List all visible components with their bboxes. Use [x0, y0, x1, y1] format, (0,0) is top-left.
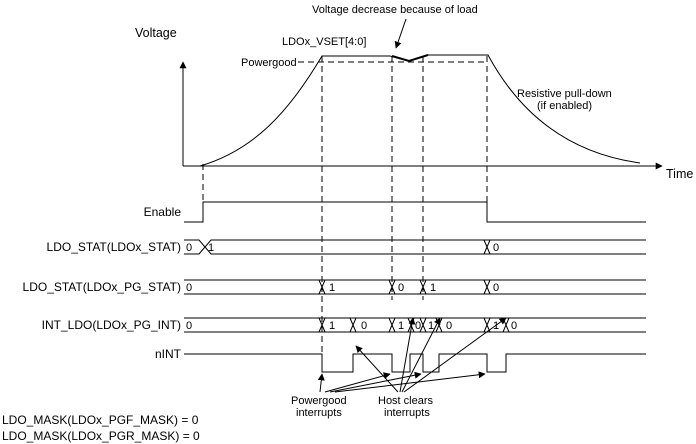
pg-int-value: 1 — [398, 320, 404, 332]
voltage-decrease-segment — [391, 54, 429, 63]
host-clears-arrows — [355, 317, 507, 393]
ldo-stat-value: 1 — [208, 242, 214, 254]
nint-label: nINT — [155, 347, 182, 361]
voltage-decrease-label: Voltage decrease because of load — [312, 4, 478, 16]
ldo-pg-stat-bus: 0 1 0 1 0 — [184, 279, 646, 295]
ldo-stat-label: LDO_STAT(LDOx_STAT) — [47, 240, 181, 254]
powergood-label: Powergood — [241, 57, 297, 69]
resistive-pulldown-note: (if enabled) — [537, 100, 592, 112]
enable-label: Enable — [144, 205, 182, 219]
voltage-axis-label: Voltage — [135, 26, 177, 40]
powergood-interrupts-label: Powergood — [291, 395, 347, 407]
ldo-stat-value: 0 — [493, 242, 499, 254]
voltage-decrease-arrow — [394, 18, 407, 49]
pg-stat-value: 1 — [329, 282, 335, 294]
powergood-interrupts-label-2: interrupts — [296, 407, 342, 419]
enable-waveform — [184, 201, 646, 223]
host-clears-label: Host clears — [378, 395, 434, 407]
time-axis-label: Time — [666, 167, 693, 181]
pg-int-value: 0 — [361, 320, 367, 332]
ldo-stat-value: 0 — [186, 242, 192, 254]
pgf-mask-setting: LDO_MASK(LDOx_PGF_MASK) = 0 — [2, 413, 199, 427]
ldo-vset-label: LDOx_VSET[4:0] — [282, 36, 366, 48]
pg-int-value: 0 — [186, 320, 192, 332]
pgr-mask-setting: LDO_MASK(LDOx_PGR_MASK) = 0 — [2, 429, 200, 443]
pg-int-value: 1 — [329, 320, 335, 332]
nint-waveform — [184, 353, 646, 373]
pg-stat-value: 0 — [493, 282, 499, 294]
pg-stat-value: 0 — [398, 282, 404, 294]
pg-int-value: 0 — [511, 320, 517, 332]
pg-int-value: 0 — [446, 320, 452, 332]
pg-int-value: 1 — [428, 320, 434, 332]
resistive-pulldown-label: Resistive pull-down — [517, 88, 612, 100]
pg-stat-value: 1 — [430, 282, 436, 294]
pg-int-value: 0 — [415, 320, 421, 332]
ldo-pg-stat-label: LDO_STAT(LDOx_PG_STAT) — [23, 280, 181, 294]
host-clears-label-2: interrupts — [384, 407, 430, 419]
pg-stat-value: 0 — [186, 282, 192, 294]
ldo-stat-bus: 0 1 0 — [184, 239, 646, 255]
int-ldo-bus: 0 1 0 1 0 1 0 1 0 — [184, 317, 646, 333]
pg-int-value: 1 — [493, 320, 499, 332]
int-ldo-label: INT_LDO(LDOx_PG_INT) — [42, 318, 181, 332]
powergood-interrupt-arrows — [317, 371, 486, 393]
